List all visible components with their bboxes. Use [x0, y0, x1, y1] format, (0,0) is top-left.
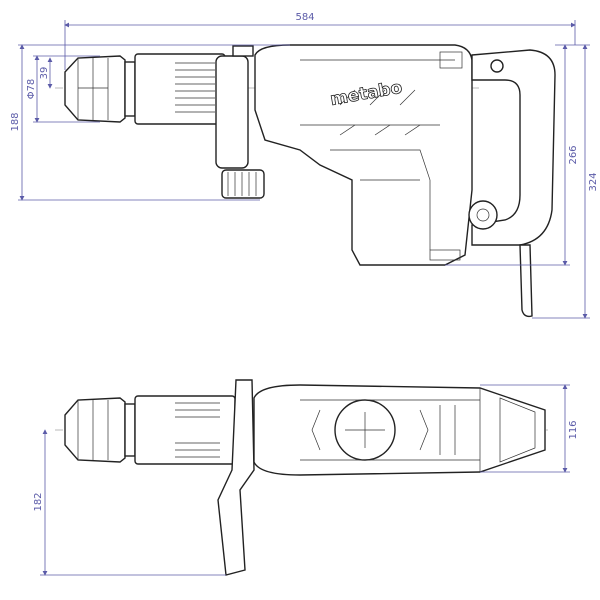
dim-body-height: 266 [568, 145, 579, 164]
tool-tube-top [134, 395, 236, 465]
dim-handle-reach: 182 [33, 492, 44, 511]
power-cable [519, 244, 533, 318]
side-handle [215, 55, 249, 169]
tool-tube [134, 53, 226, 125]
motor-body-top [253, 384, 546, 476]
selector-wheel [468, 200, 498, 230]
dim-height-front: 188 [10, 112, 21, 131]
dim-total-height: 324 [588, 172, 599, 191]
chuck [64, 55, 126, 123]
chuck-top [64, 397, 126, 463]
dim-chuck-radius: 39 [39, 67, 50, 80]
dimensions: 584 188 Φ78 39 266 324 116 182 [10, 12, 599, 576]
side-view: metabo [55, 44, 556, 318]
handle-knob [221, 169, 265, 199]
dim-overall-length: 584 [295, 12, 314, 23]
rear-handle [471, 49, 556, 246]
top-view [55, 379, 550, 576]
motor-body [254, 44, 473, 266]
dim-body-width: 116 [568, 420, 579, 439]
side-handle-top [217, 379, 255, 576]
dim-chuck-diameter: Φ78 [26, 79, 37, 100]
